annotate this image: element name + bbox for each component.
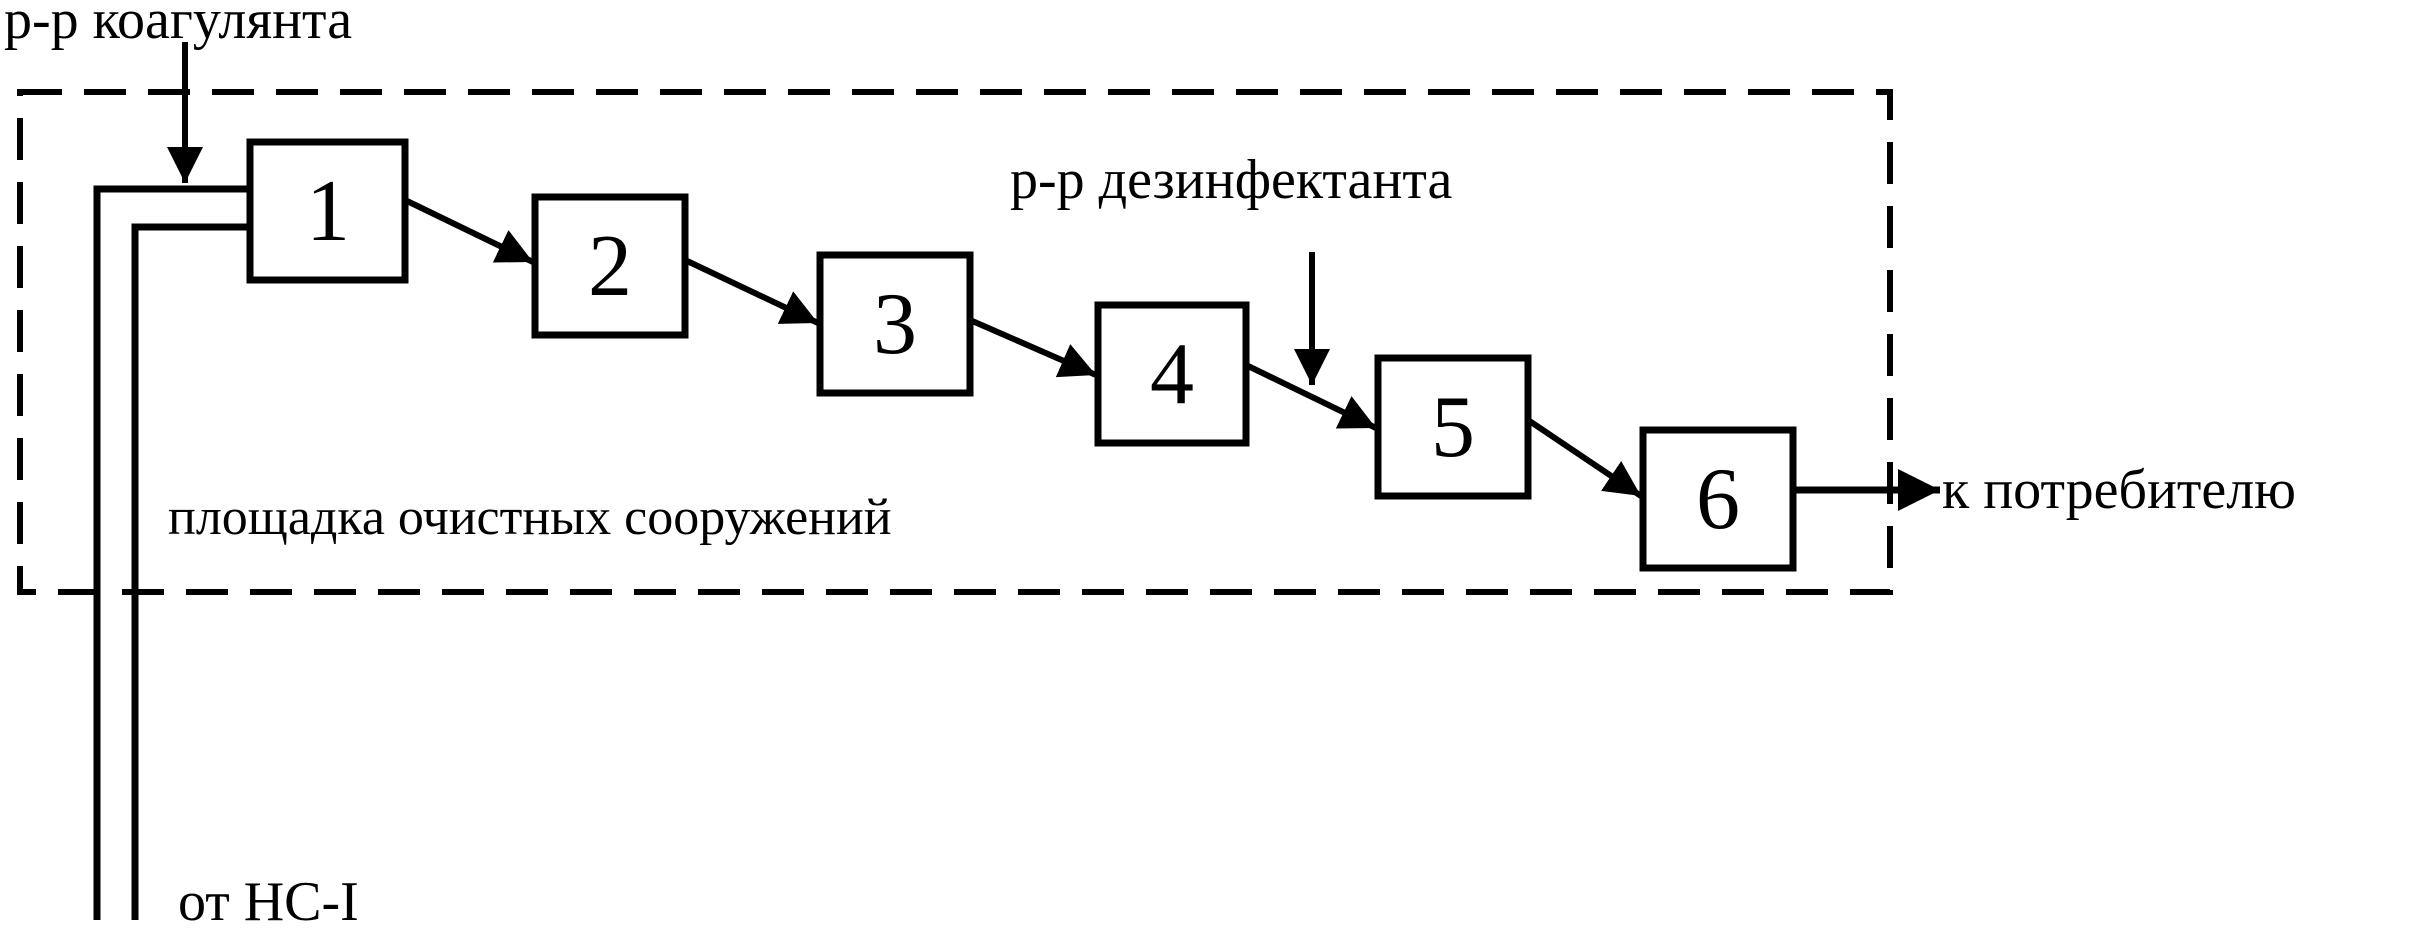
flow-arrow-5-6 xyxy=(1526,417,1643,499)
stage-box-3 xyxy=(816,251,974,397)
flow-arrow-4-5 xyxy=(1244,362,1378,431)
source-pipe-outer xyxy=(93,185,250,920)
stage-number-2: 2 xyxy=(588,218,632,315)
site-boundary xyxy=(17,89,1893,595)
stage-box-6 xyxy=(1639,426,1797,572)
flow-arrow-1-2 xyxy=(403,197,535,265)
site-label: площадка очистных сооружений xyxy=(168,489,892,546)
stage-box-1 xyxy=(246,138,409,284)
stage-number-3: 3 xyxy=(873,276,917,373)
disinfectant-label: р-р дезинфектанта xyxy=(1010,149,1452,211)
stage-box-5 xyxy=(1374,354,1532,500)
stage-box-2 xyxy=(531,193,689,339)
stage-number-1: 1 xyxy=(306,163,350,260)
flow-arrow-3-4 xyxy=(968,317,1098,378)
consumer-label: к потребителю xyxy=(1942,459,2296,521)
stage-number-4: 4 xyxy=(1150,326,1194,423)
coagulant-label: р-р коагулянта xyxy=(4,0,352,51)
source-pipe-inner xyxy=(131,223,250,920)
flow-arrow-2-3 xyxy=(683,257,820,326)
stage-number-5: 5 xyxy=(1431,379,1475,476)
stage-box-4 xyxy=(1094,301,1250,447)
source-label: от НС-I xyxy=(178,871,359,933)
stage-number-6: 6 xyxy=(1696,451,1740,548)
